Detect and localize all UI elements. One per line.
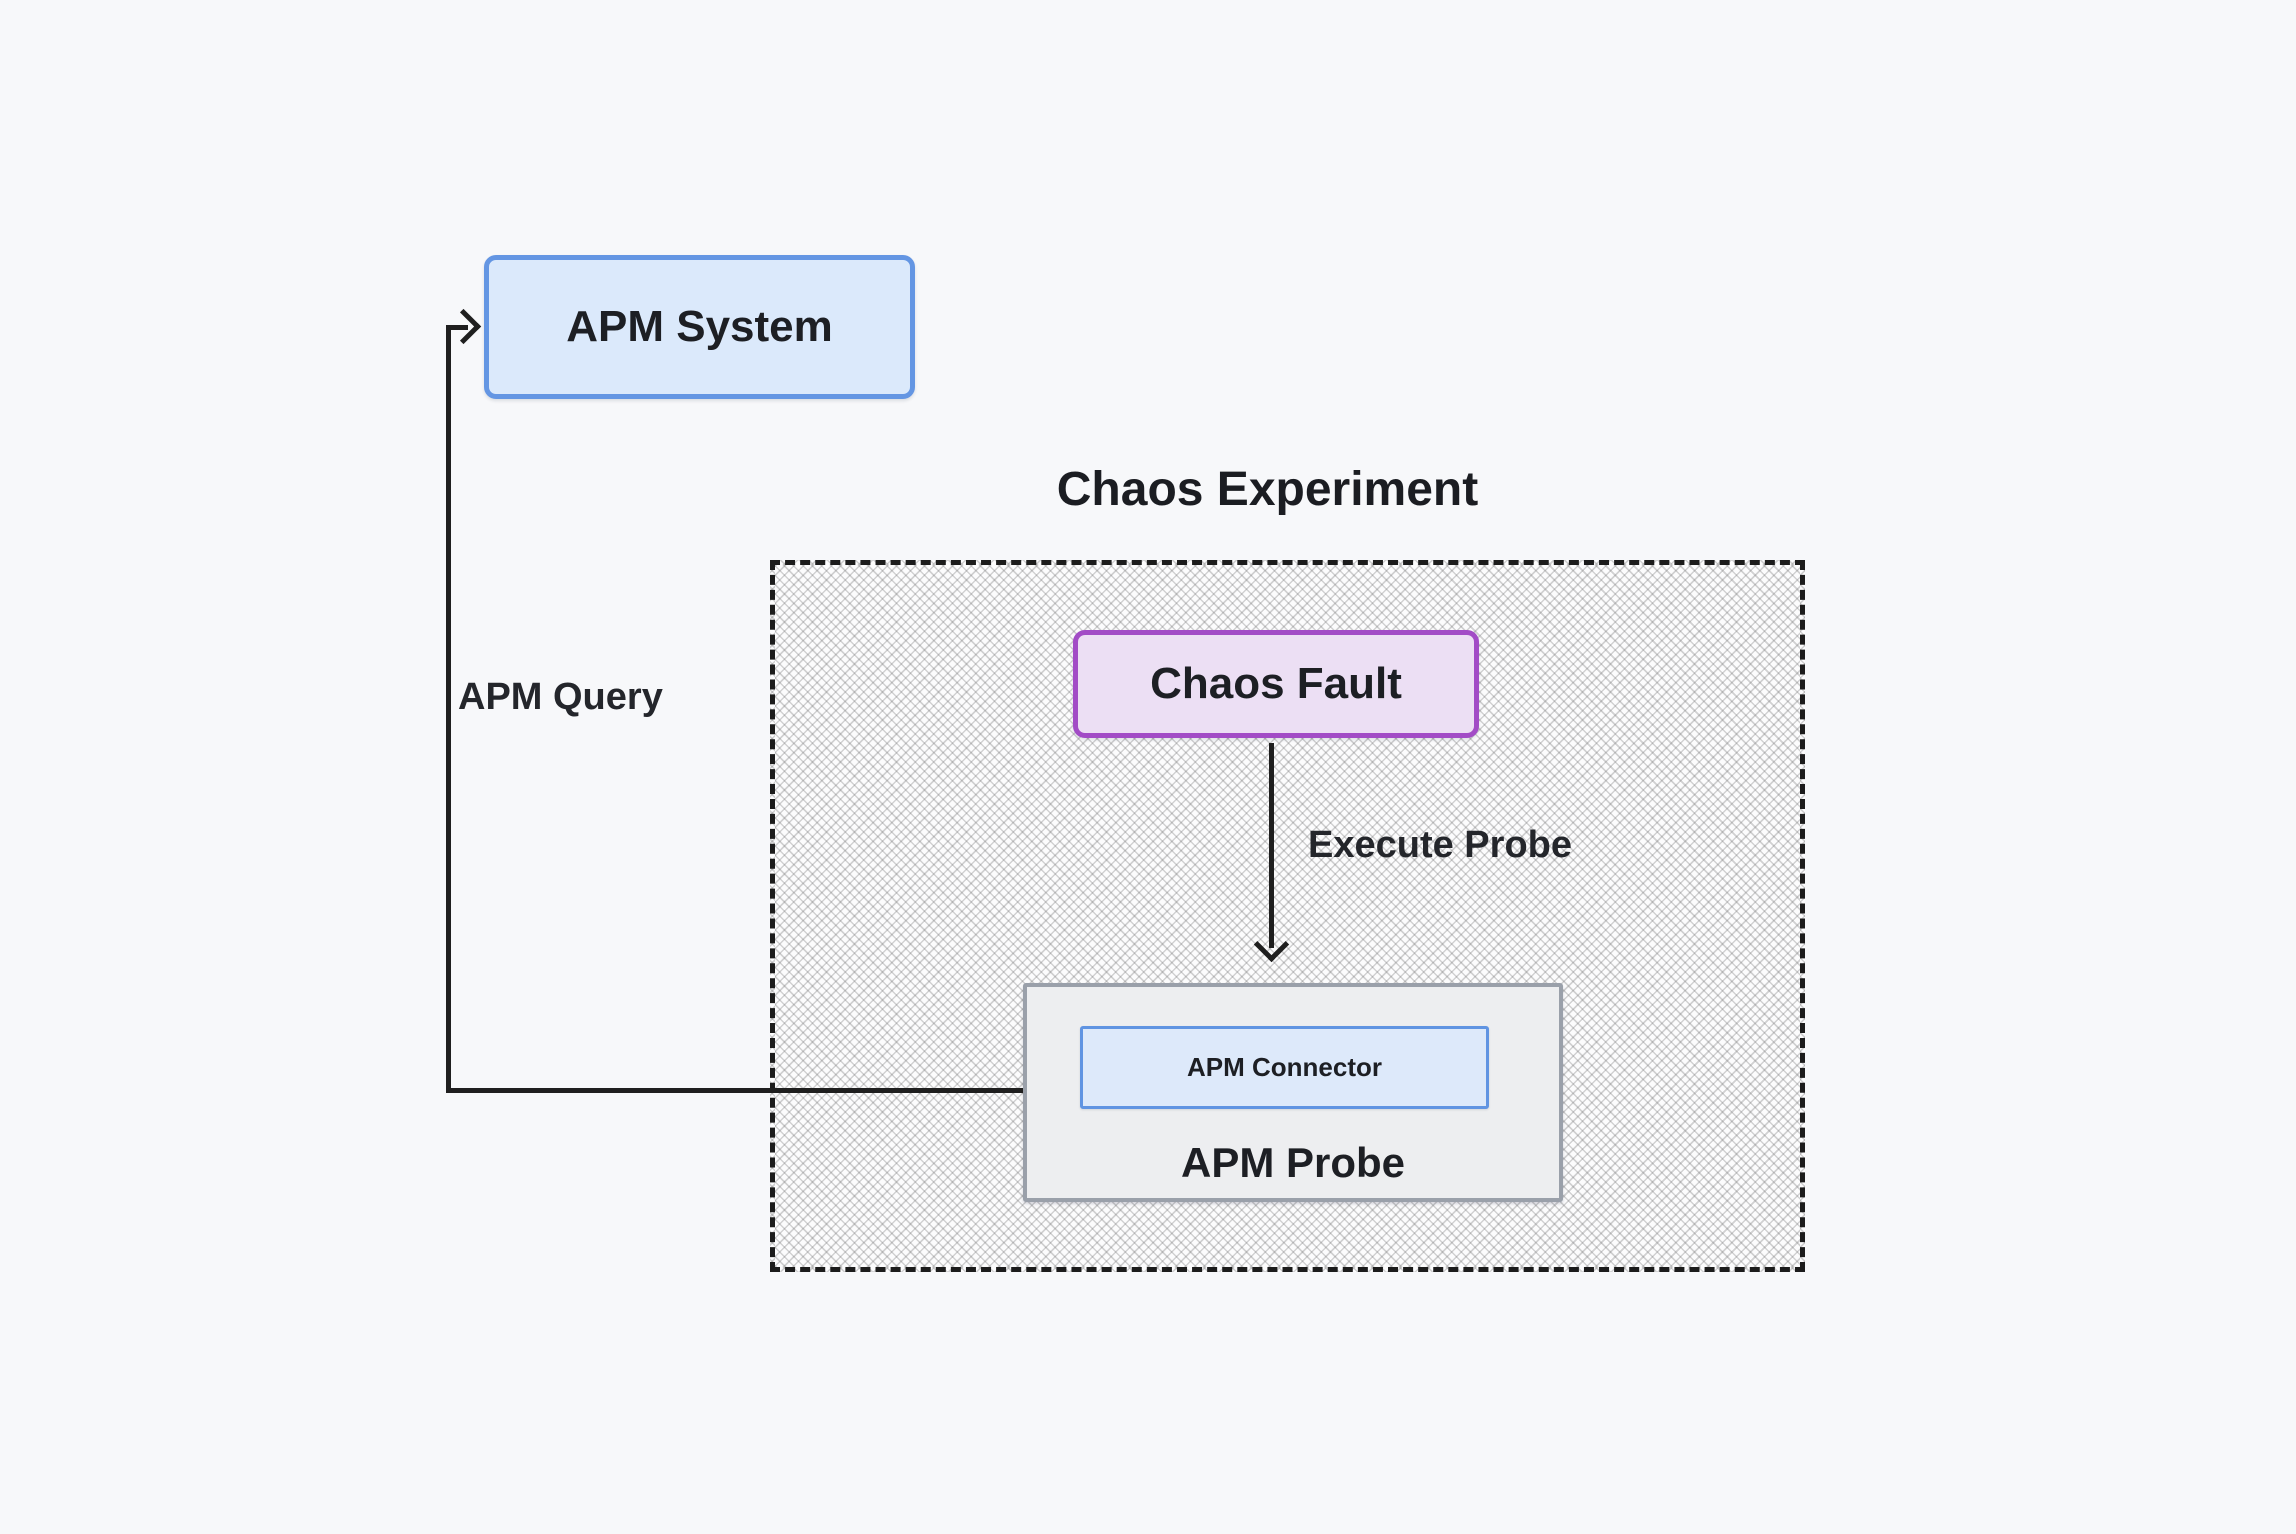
edge-execute-probe-label: Execute Probe bbox=[1308, 824, 1572, 866]
edge-apm-query-hline bbox=[446, 1088, 1023, 1093]
node-apm-connector: APM Connector bbox=[1080, 1026, 1489, 1109]
node-apm-probe: APM Connector APM Probe bbox=[1023, 983, 1563, 1202]
edge-apm-query-label: APM Query bbox=[458, 676, 663, 718]
node-chaos-fault: Chaos Fault bbox=[1073, 630, 1479, 738]
edge-apm-query-vline bbox=[446, 325, 451, 1093]
node-apm-probe-label: APM Probe bbox=[1180, 1139, 1406, 1186]
edge-apm-query-stub bbox=[446, 325, 468, 330]
arrowhead-right-icon bbox=[445, 308, 482, 345]
node-apm-system-label: APM System bbox=[566, 302, 833, 351]
group-title-chaos-experiment: Chaos Experiment bbox=[1056, 463, 1479, 516]
node-chaos-fault-label: Chaos Fault bbox=[1150, 659, 1402, 708]
edge-execute-probe-line bbox=[1269, 743, 1274, 948]
node-apm-connector-label: APM Connector bbox=[1187, 1052, 1382, 1082]
node-apm-system: APM System bbox=[484, 255, 915, 399]
